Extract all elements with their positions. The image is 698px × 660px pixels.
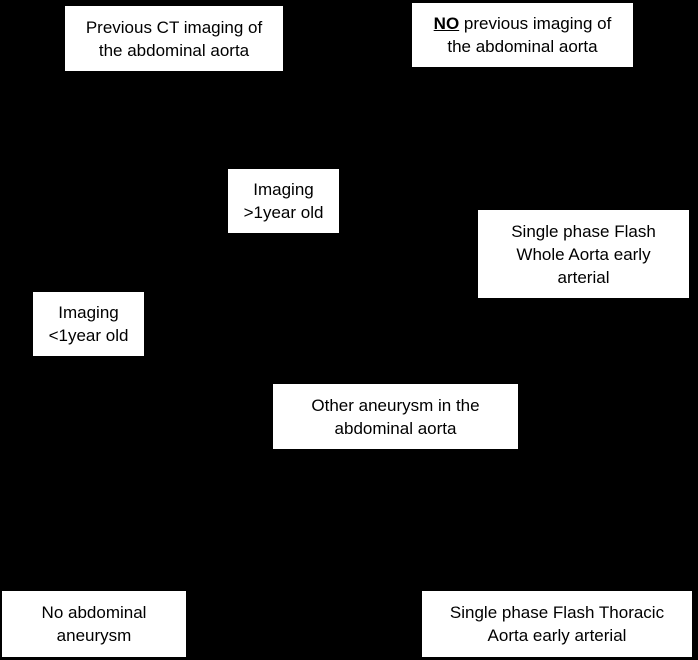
no-abdominal-aneurysm-line2: aneurysm	[56, 626, 132, 645]
single-phase-thoracic-line1: Single phase Flash Thoracic	[449, 603, 665, 622]
single-phase-thoracic-line2: Aorta early arterial	[487, 626, 627, 645]
no-previous-imaging-line2: the abdominal aorta	[447, 37, 598, 56]
imaging-older-line2: >1year old	[243, 203, 324, 222]
previous-ct-imaging-line1: Previous CT imaging of	[85, 17, 263, 37]
other-aneurysm-line1: Other aneurysm in the	[311, 395, 480, 415]
imaging-older-line1: Imaging	[253, 180, 314, 199]
no-abdominal-aneurysm-line1: No abdominal	[41, 603, 147, 622]
single-phase-whole-line3: arterial	[557, 267, 610, 287]
no-previous-imaging-line1: NO previous imaging of	[434, 12, 612, 35]
no-emphasis: NO	[433, 14, 460, 33]
previous-ct-imaging-box: Previous CT imaging of the abdominal aor…	[64, 5, 284, 72]
previous-ct-imaging-line2: the abdominal aorta	[98, 40, 250, 60]
no-abdominal-aneurysm-box: No abdominal aneurysm	[1, 590, 187, 658]
imaging-newer-line2: <1year old	[48, 326, 129, 345]
imaging-older-than-1yr-box: Imaging >1year old	[227, 168, 340, 234]
single-phase-whole-line1: Single phase Flash	[511, 221, 656, 241]
other-aneurysm-box: Other aneurysm in the abdominal aorta	[272, 383, 519, 450]
no-previous-imaging-line1-rest: previous imaging of	[459, 14, 612, 33]
imaging-newer-than-1yr-box: Imaging <1year old	[32, 291, 145, 357]
other-aneurysm-line2: abdominal aorta	[334, 418, 457, 438]
single-phase-whole-line2: Whole Aorta early	[516, 244, 651, 264]
imaging-newer-line1: Imaging	[58, 303, 119, 322]
single-phase-thoracic-box: Single phase Flash Thoracic Aorta early …	[421, 590, 693, 658]
no-previous-imaging-box: NO previous imaging of the abdominal aor…	[411, 2, 634, 68]
single-phase-whole-aorta-box: Single phase Flash Whole Aorta early art…	[477, 209, 690, 299]
